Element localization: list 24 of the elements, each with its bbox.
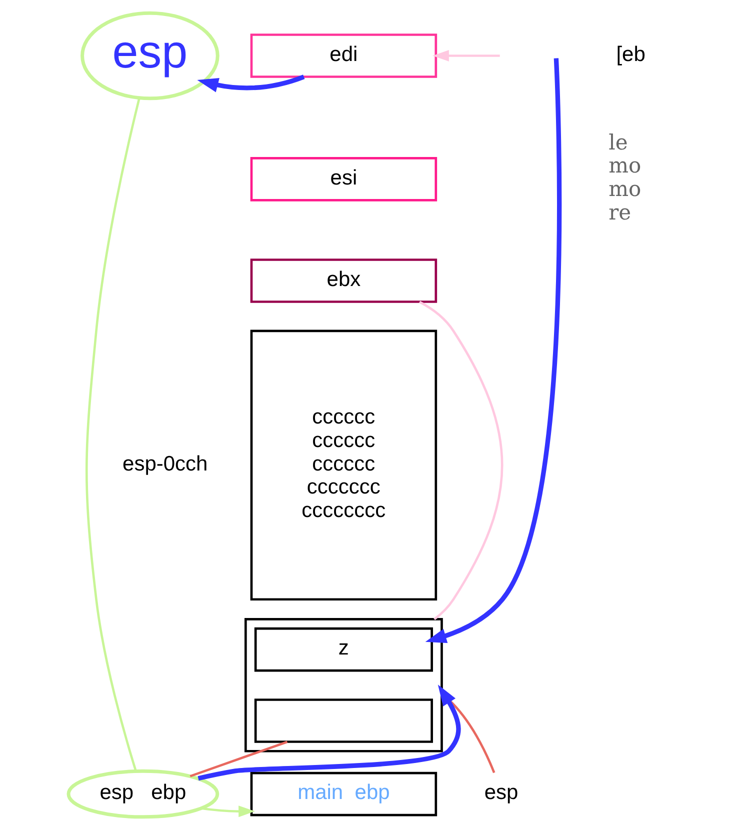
connector (189, 740, 288, 778)
label: [eb (616, 42, 645, 66)
node-box: z (254, 627, 432, 672)
cluster (244, 618, 442, 752)
connector (85, 98, 140, 771)
arrow (432, 50, 500, 62)
label: le (608, 130, 628, 154)
arrow (424, 58, 562, 644)
node-box (254, 698, 432, 743)
arrow (200, 806, 254, 818)
connector (418, 300, 503, 620)
label: mo (608, 177, 641, 202)
node-box: ebx (250, 258, 437, 303)
label: mo (608, 154, 641, 178)
label: re (608, 200, 631, 224)
arrow (197, 684, 460, 781)
arrow (196, 74, 304, 92)
node-box: esi (250, 157, 437, 202)
node-ellipse: esp ebp (66, 769, 219, 819)
node-box: cccccc cccccc cccccc ccccccc cccccccc (250, 330, 437, 601)
node-box: edi (250, 34, 437, 78)
node-box: main ebp (250, 772, 437, 816)
node-text: esp (484, 781, 518, 804)
node-text: esp-0cch (122, 452, 208, 476)
